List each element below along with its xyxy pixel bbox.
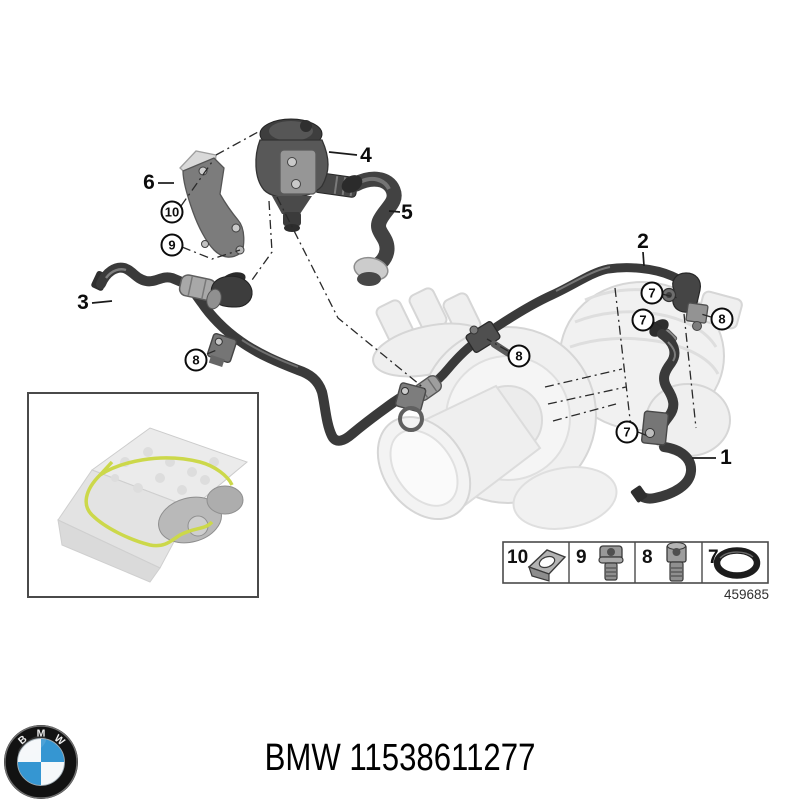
legend-label-8: 8 xyxy=(642,547,653,568)
part-number-text: BMW 11538611277 xyxy=(264,737,536,779)
legend-label-10: 10 xyxy=(507,547,528,568)
legend-label-9: 9 xyxy=(576,547,587,568)
leader-lines xyxy=(91,151,716,459)
o-ring-icon xyxy=(713,547,761,579)
legend-box: 10 9 8 7 xyxy=(502,541,769,602)
coolant-hose-1 xyxy=(630,319,696,504)
retaining-clip-icon xyxy=(527,549,567,582)
aux-water-pump xyxy=(255,118,359,232)
socket-head-bolt-icon xyxy=(666,542,687,582)
flanged-bolt-icon xyxy=(598,545,624,581)
pump-bracket xyxy=(179,150,245,258)
elbow-fitting xyxy=(206,272,253,310)
coolant-hose-5 xyxy=(341,171,402,286)
logo-letter-m: M xyxy=(37,728,46,740)
highlighted-coolant-line xyxy=(84,456,234,548)
hose1-clamp-block xyxy=(640,410,670,446)
bmw-logo: B M W xyxy=(4,725,78,799)
construction-lines xyxy=(180,131,712,437)
drawing-number: 459685 xyxy=(724,587,769,602)
engine-inset xyxy=(27,392,259,598)
coolant-hose-3 xyxy=(91,262,423,446)
hose2-turbo-fitting xyxy=(465,321,512,357)
legend-label-7: 7 xyxy=(708,547,719,568)
hose3-clamp-bracket xyxy=(206,332,238,367)
clamp-with-ring xyxy=(395,382,427,432)
